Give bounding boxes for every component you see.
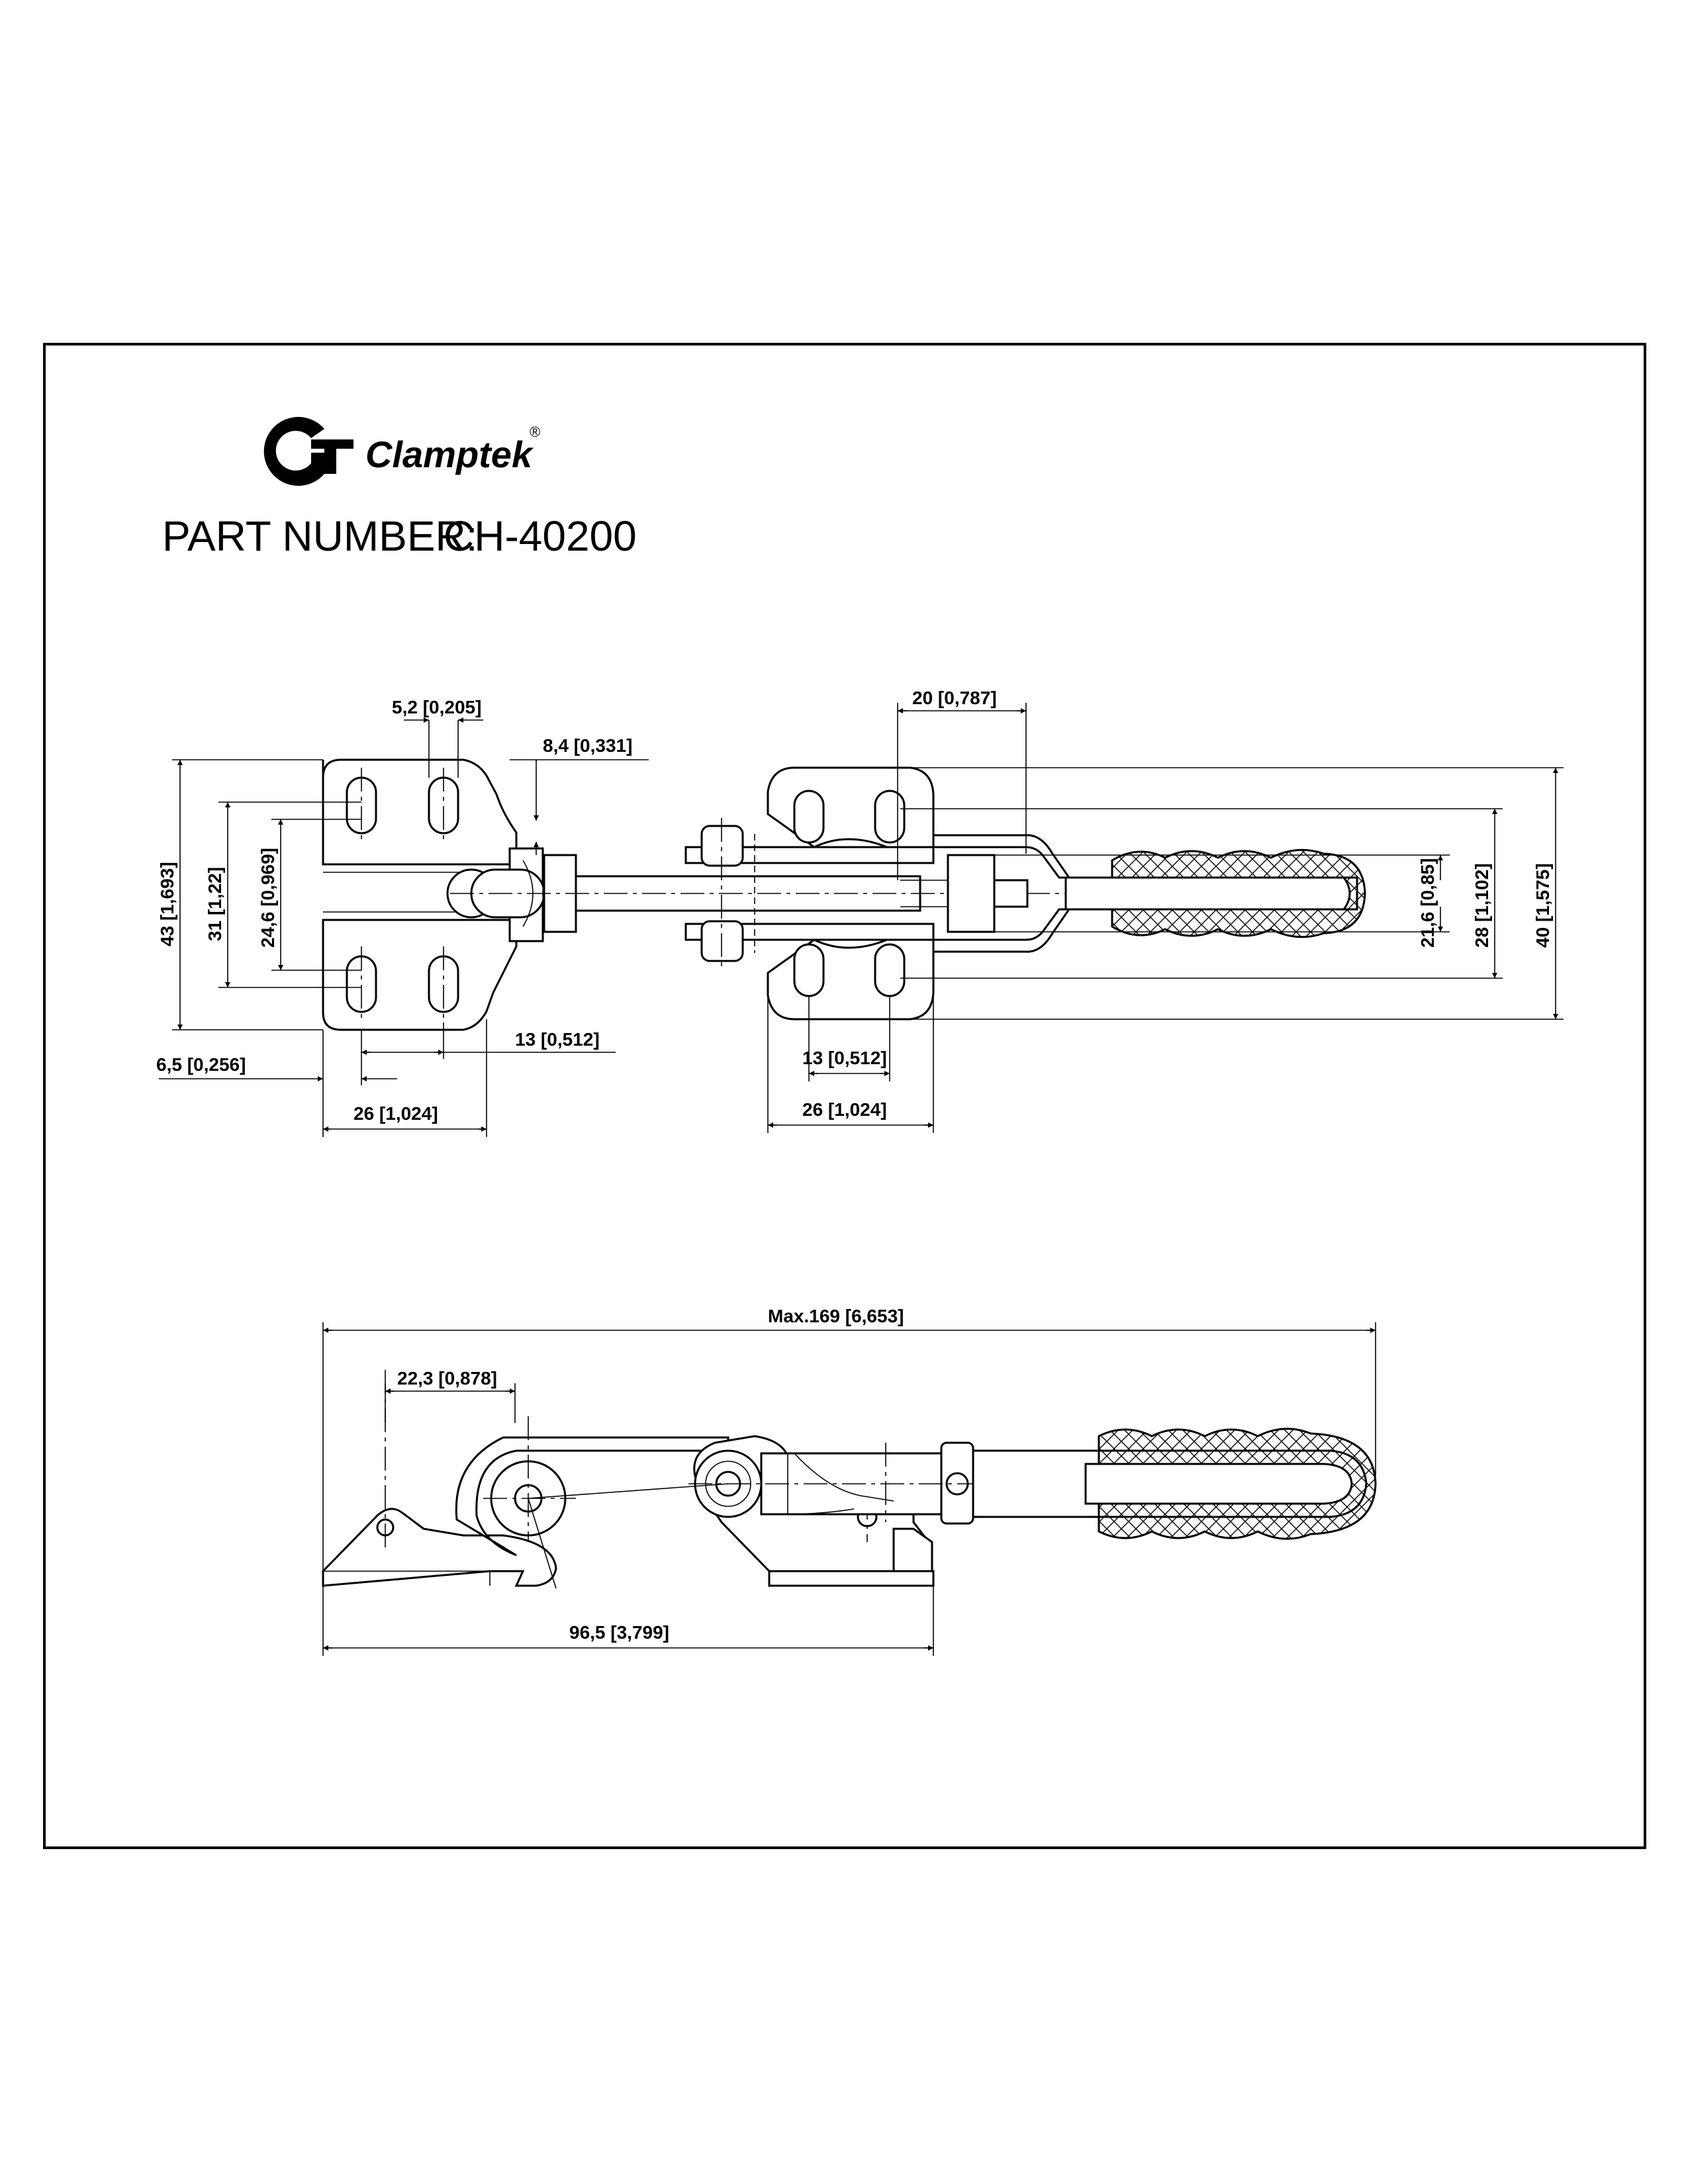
dim-max-length: Max.169 [6,653] — [768, 1306, 904, 1326]
dim-handle-width: 21,6 [0,85] — [1417, 858, 1438, 948]
part-number-value: CH-40200 — [444, 512, 637, 560]
dim-overall-height-right: 40 [1,575] — [1532, 863, 1553, 948]
clamptek-logo-mark — [263, 417, 324, 486]
pivot-pin-lower — [700, 920, 744, 962]
dim-base-length: 96,5 [3,799] — [569, 1622, 669, 1643]
dim-body-width: 28 [1,102] — [1472, 863, 1492, 948]
side-hook-arm — [455, 1436, 729, 1557]
slot-hole — [793, 790, 825, 844]
lever-arm-upper — [932, 834, 1071, 879]
dim-edge-offset: 6,5 [0,256] — [156, 1054, 246, 1075]
dim-hole-pitch-right: 13 [0,512] — [802, 1048, 887, 1068]
drawing-frame — [43, 343, 1646, 1849]
dim-slot-width: 5,2 [0,205] — [392, 697, 481, 717]
dim-base-width-right: 26 [1,024] — [802, 1099, 887, 1120]
part-number-label: PART NUMBER: — [162, 512, 478, 560]
top-view-hook-plate — [322, 758, 577, 1031]
dim-base-width-left: 26 [1,024] — [353, 1103, 438, 1124]
dim-slot-span-outer: 31 [1,22] — [205, 867, 225, 941]
side-view-dimensions: Max.169 [6,653] 22,3 [0,878] 96,5 [3,799… — [322, 1306, 1376, 1656]
dim-slot-span-inner: 24,6 [0,969] — [258, 848, 278, 948]
brand-name: Clamptek — [365, 433, 534, 475]
lever-arm-lower — [932, 908, 1071, 953]
dim-rod-offset: 20 [0,787] — [912, 688, 997, 708]
slot-hole — [874, 943, 906, 997]
dim-flange-offset: 8,4 [0,331] — [543, 735, 632, 756]
dim-hole-pitch-left: 13 [0,512] — [515, 1029, 600, 1050]
base-plate-upper — [767, 766, 935, 848]
base-plate-lower — [767, 938, 935, 1021]
top-view-dimensions: 5,2 [0,205] 8,4 [0,331] 43 [1,693] 31 [1… — [156, 688, 1564, 1137]
threaded-stud — [993, 879, 1029, 908]
clamptek-logo: Clamptek ® — [263, 417, 540, 486]
pivot-pin-upper — [700, 825, 744, 867]
slot-hole — [793, 943, 825, 997]
dim-hook-offset: 22,3 [0,878] — [397, 1368, 497, 1388]
dim-overall-height-left: 43 [1,693] — [157, 862, 177, 946]
adjusting-nut — [947, 854, 996, 933]
slot-hole — [874, 790, 906, 844]
top-view-clamp-body — [450, 766, 1366, 1021]
side-body-foot — [892, 1527, 933, 1572]
side-view-clamp — [322, 1370, 1377, 1589]
registered-mark: ® — [530, 424, 540, 440]
clamptek-logo-stem — [324, 439, 336, 474]
